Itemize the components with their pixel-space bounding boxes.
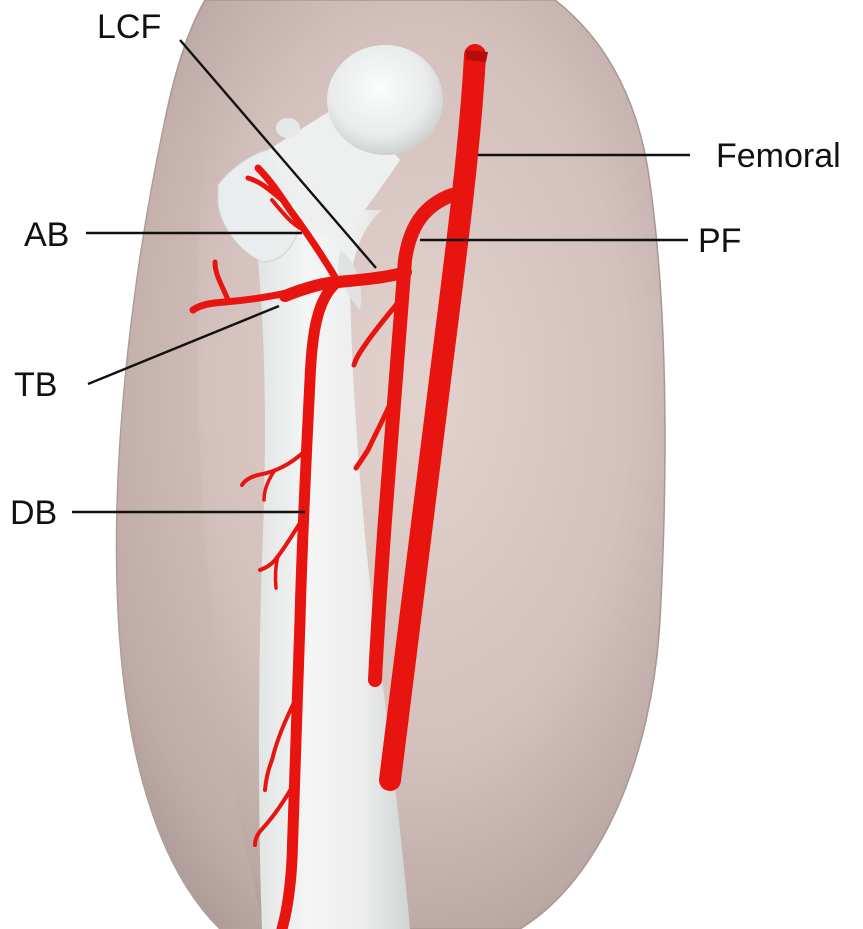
trochanteric-nub — [276, 118, 300, 138]
label-ab: AB — [24, 216, 69, 254]
label-pf: PF — [698, 222, 741, 260]
label-tb: TB — [14, 366, 57, 404]
label-lcf: LCF — [97, 8, 161, 46]
label-db: DB — [10, 494, 57, 532]
femoral-artery-top — [466, 50, 488, 62]
femoral-head — [327, 45, 443, 155]
label-femoral: Femoral — [716, 137, 841, 175]
